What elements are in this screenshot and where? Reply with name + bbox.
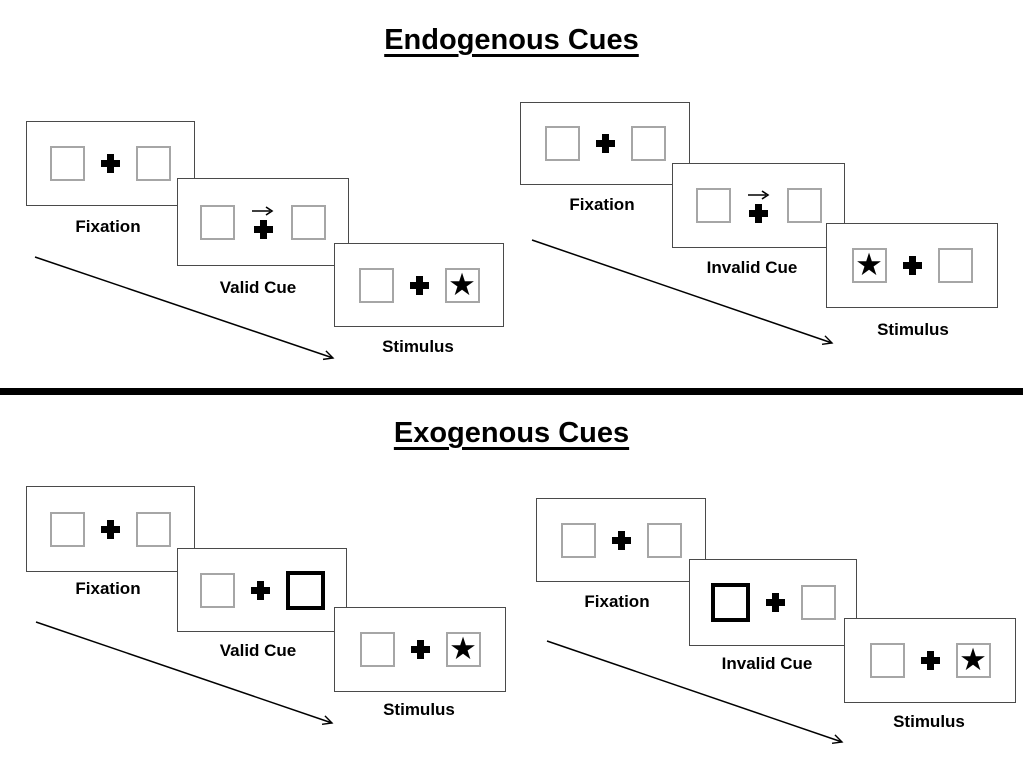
fixation-cross-icon bbox=[611, 530, 631, 550]
right-placeholder-box bbox=[800, 585, 836, 620]
fixation-label: Fixation bbox=[75, 579, 141, 598]
right-bold-cue-box bbox=[285, 570, 325, 610]
right-target-box: ★ bbox=[444, 266, 480, 303]
fixation-cross-icon bbox=[410, 640, 430, 659]
star-stimulus-icon: ★ bbox=[855, 247, 883, 282]
stimulus-label: Stimulus bbox=[382, 337, 454, 356]
fixation-label: Fixation bbox=[584, 592, 650, 611]
exogenous-valid-stimulus-panel: ★ bbox=[334, 607, 506, 692]
right-placeholder-box bbox=[937, 248, 973, 283]
timeline-arrow-exogenous-invalid bbox=[546, 640, 842, 742]
endogenous-valid-stimulus-panel: ★ bbox=[334, 243, 504, 327]
stimulus-label: Stimulus bbox=[893, 712, 965, 731]
exogenous-valid-cue-panel bbox=[177, 548, 347, 632]
exogenous-invalid-fixation-panel bbox=[536, 498, 706, 582]
left-target-box: ★ bbox=[851, 247, 887, 283]
section-title-exogenous: Exogenous Cues bbox=[393, 417, 630, 449]
left-placeholder-box bbox=[869, 643, 905, 678]
endogenous-invalid-fixation-panel bbox=[520, 102, 690, 185]
left-placeholder-box bbox=[358, 267, 394, 303]
right-placeholder-box bbox=[630, 126, 666, 161]
endogenous-valid-fixation-panel bbox=[26, 121, 195, 206]
endogenous-invalid-cue-panel bbox=[672, 163, 845, 248]
section-divider bbox=[0, 388, 1023, 395]
star-stimulus-icon: ★ bbox=[959, 642, 987, 677]
right-target-box: ★ bbox=[445, 631, 481, 667]
right-placeholder-box bbox=[646, 522, 682, 558]
timeline-arrow-endogenous-invalid bbox=[531, 239, 832, 343]
left-bold-cue-box bbox=[710, 583, 750, 622]
exogenous-valid-fixation-panel bbox=[26, 486, 195, 572]
central-cue-group bbox=[251, 205, 275, 239]
endogenous-valid-cue-panel bbox=[177, 178, 349, 266]
star-stimulus-icon: ★ bbox=[449, 631, 477, 666]
fixation-label: Fixation bbox=[569, 195, 635, 214]
left-placeholder-box bbox=[695, 188, 731, 223]
exogenous-invalid-stimulus-panel: ★ bbox=[844, 618, 1016, 703]
timeline-arrow-exogenous-valid bbox=[35, 621, 332, 723]
right-target-box: ★ bbox=[955, 642, 991, 678]
fixation-cross-icon bbox=[409, 275, 429, 295]
fixation-cross-icon bbox=[595, 134, 615, 153]
fixation-cross-icon bbox=[250, 580, 270, 600]
cue-label: Invalid Cue bbox=[706, 258, 798, 277]
fixation-cross-icon bbox=[920, 651, 940, 670]
left-placeholder-box bbox=[359, 632, 395, 667]
fixation-cross-icon bbox=[902, 256, 922, 275]
left-placeholder-box bbox=[560, 522, 596, 558]
central-cue-group bbox=[747, 189, 771, 223]
cue-label: Valid Cue bbox=[219, 278, 297, 297]
stimulus-label: Stimulus bbox=[877, 320, 949, 339]
fixation-cross-icon bbox=[253, 220, 273, 239]
fixation-cross-icon bbox=[765, 593, 785, 612]
stimulus-label: Stimulus bbox=[383, 700, 455, 719]
fixation-cross-icon bbox=[101, 154, 120, 173]
right-placeholder-box bbox=[136, 146, 171, 181]
right-placeholder-box bbox=[291, 204, 326, 240]
section-title-endogenous: Endogenous Cues bbox=[384, 24, 639, 56]
fixation-label: Fixation bbox=[75, 217, 141, 236]
fixation-cross-icon bbox=[749, 203, 768, 223]
endogenous-invalid-stimulus-panel: ★ bbox=[826, 223, 998, 308]
left-placeholder-box bbox=[199, 572, 235, 608]
right-arrow-cue-icon bbox=[252, 206, 274, 216]
right-placeholder-box bbox=[136, 511, 171, 547]
right-arrow-cue-icon bbox=[747, 189, 769, 200]
left-placeholder-box bbox=[50, 146, 85, 181]
left-placeholder-box bbox=[200, 204, 235, 240]
cue-label: Valid Cue bbox=[219, 641, 297, 660]
fixation-cross-icon bbox=[101, 519, 120, 539]
cue-label: Invalid Cue bbox=[721, 654, 813, 673]
timeline-arrow-endogenous-valid bbox=[34, 256, 333, 358]
left-placeholder-box bbox=[50, 511, 85, 547]
left-placeholder-box bbox=[544, 126, 580, 161]
exogenous-invalid-cue-panel bbox=[689, 559, 857, 646]
right-placeholder-box bbox=[786, 188, 822, 223]
star-stimulus-icon: ★ bbox=[448, 266, 476, 302]
